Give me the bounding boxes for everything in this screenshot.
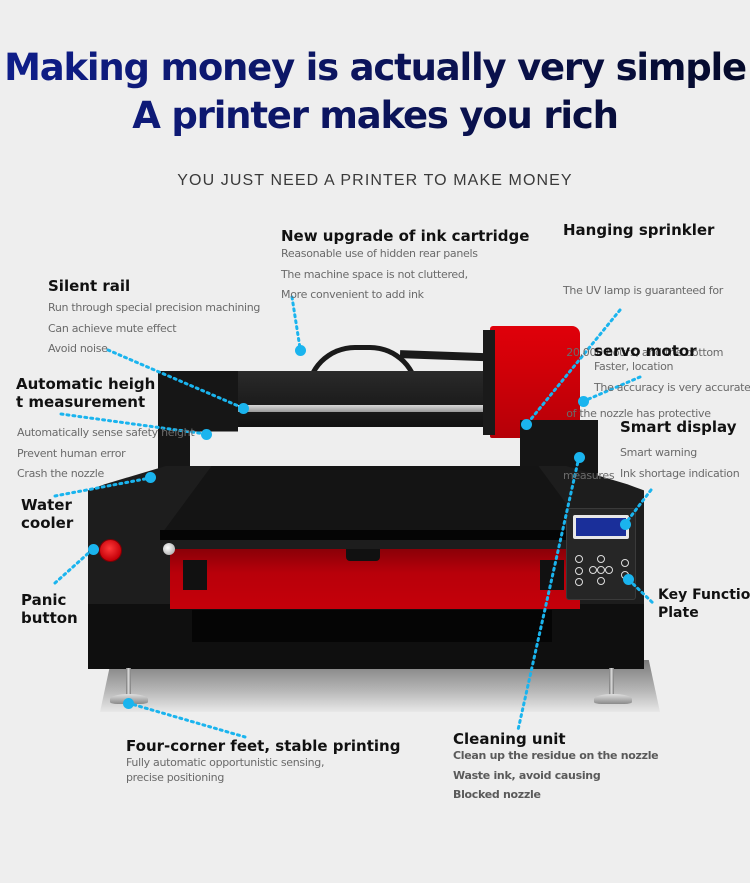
foot-right-rod — [609, 668, 614, 696]
print-platform — [160, 466, 590, 536]
key-button[interactable] — [597, 555, 605, 563]
key-button[interactable] — [621, 559, 629, 567]
key-button[interactable] — [597, 577, 605, 585]
key-button[interactable] — [575, 555, 583, 563]
indicator-light — [163, 543, 175, 555]
feature-title-water-cooler: Water cooler — [21, 496, 74, 532]
key-button[interactable] — [597, 566, 605, 574]
tray-cavity — [192, 610, 552, 642]
feature-title-feet: Four-corner feet, stable printing — [126, 737, 401, 755]
carriage-back-black — [483, 330, 495, 435]
tray-right-bracket — [540, 560, 564, 590]
feature-desc-auto-height: Automatically sense safety height Preven… — [17, 426, 195, 480]
feature-title-hanging-sprinkler: Hanging sprinkler — [563, 221, 715, 239]
callout-dot-key-function[interactable] — [623, 574, 634, 585]
keypad[interactable] — [573, 553, 631, 587]
feature-title-ink-cartridge: New upgrade of ink cartridge — [281, 227, 530, 245]
foot-left-rod — [126, 668, 131, 696]
callout-dot-ink-cartridge[interactable] — [295, 345, 306, 356]
callout-dot-silent-rail[interactable] — [238, 403, 249, 414]
feature-desc-ink-cartridge: Reasonable use of hidden rear panels The… — [281, 247, 478, 301]
callout-dot-servo-motor[interactable] — [578, 396, 589, 407]
key-button[interactable] — [575, 567, 583, 575]
callout-dot-auto-height[interactable] — [201, 429, 212, 440]
callout-dot-cleaning-unit[interactable] — [574, 452, 585, 463]
hero-subtitle: YOU JUST NEED A PRINTER TO MAKE MONEY — [177, 172, 573, 189]
key-button[interactable] — [589, 566, 597, 574]
key-button[interactable] — [575, 578, 583, 586]
callout-dot-smart-display[interactable] — [620, 519, 631, 530]
hero-title-line1: Making money is actually very simple — [0, 44, 750, 92]
feature-desc-feet: Fully automatic opportunistic sensing, p… — [126, 756, 325, 784]
feature-title-panic-button: Panic button — [21, 591, 78, 627]
feature-title-key-function: Key Function Plate — [658, 587, 750, 621]
tray-left-bracket — [183, 560, 207, 590]
foot-right-pad — [594, 694, 632, 704]
feature-title-silent-rail: Silent rail — [48, 277, 131, 295]
feature-desc-smart-display: Smart warning Ink shortage indication — [620, 446, 740, 480]
feature-title-cleaning-unit: Cleaning unit — [453, 730, 566, 748]
feature-title-smart-display: Smart display — [620, 418, 737, 436]
feature-desc-cleaning-unit: Clean up the residue on the nozzle Waste… — [453, 749, 659, 801]
feature-title-servo-motor: servo motor — [594, 342, 697, 360]
callout-dot-water-cooler[interactable] — [145, 472, 156, 483]
callout-dot-hanging-sprinkler[interactable] — [521, 419, 532, 430]
feature-desc-servo-motor: Faster, location The accuracy is very ac… — [594, 360, 750, 394]
callout-dot-feet[interactable] — [123, 698, 134, 709]
hero-title-line2: A printer makes you rich — [0, 92, 750, 140]
callout-dot-panic-button[interactable] — [88, 544, 99, 555]
feature-title-auto-height: Automatic heigh t measurement — [16, 375, 156, 411]
silent-rail-strip — [174, 405, 496, 412]
print-platform-edge — [160, 530, 590, 540]
key-button[interactable] — [605, 566, 613, 574]
feature-desc-hanging-sprinkler: The UV lamp is guaranteed for 20,000 hou… — [563, 284, 724, 482]
tray-center-tab — [346, 549, 380, 561]
panic-button-icon[interactable] — [99, 539, 122, 562]
feature-desc-silent-rail: Run through special precision machining … — [48, 301, 261, 355]
